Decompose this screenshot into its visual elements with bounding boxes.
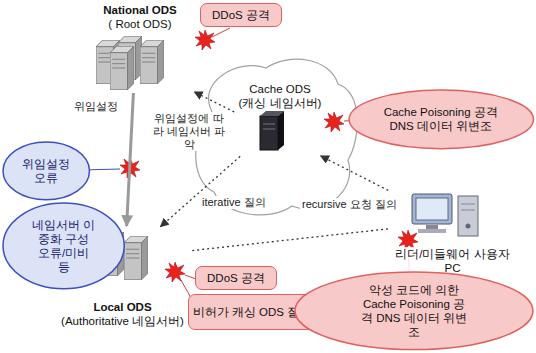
root-server: National ODS( Root ODS) [85,3,195,91]
text-group: DDoS 공격 [212,8,270,22]
node-text: Local ODS [91,300,153,314]
attack-callout: DDoS 공격 [195,266,277,290]
text-group: DDoS 공격 [207,271,265,285]
cache-server: Cache ODS(캐싱 네임서버) [236,82,324,155]
query-line [192,229,388,251]
edge-label: iterative 질의 [200,196,268,209]
attack-callout: DDoS 공격 [200,3,282,27]
query-line [194,92,234,112]
node-text: DDoS 공격 [207,271,265,285]
node-text: 위임설정 오류 [17,157,75,185]
text-group: National ODS( Root ODS) [101,3,178,31]
delegation-arrow [127,93,134,226]
cache-server [260,111,284,150]
text-group: 비허가 캐싱 ODS 질의 [193,305,312,319]
text-group: Cache ODS(캐싱 네임서버) [237,82,324,110]
edge-label: 위임설정 [72,100,120,113]
attack-ellipse: 악성 코드에 의한 Cache Poisoning 공격 DNS 데이터 위변조 [294,271,534,351]
ellipse-outline [3,142,89,200]
ellipse-outline [349,90,533,149]
error-ellipse: 네임서버 이중화 구성 오류/미비 등 [2,202,125,290]
ellipse-shape [348,89,534,150]
root-servers [96,36,164,90]
node-text: Cache Poisoning 공격 DNS 데이터 위변조 [376,105,506,133]
node-text: 비허가 캐싱 ODS 질의 [193,305,312,319]
attack-marks [120,30,418,282]
node-text: (Authoritative 네임서버) [59,314,186,328]
note-label: 위임설정에 따라 네임서버 파악 [150,112,228,151]
local-server: Local ODS(Authoritative 네임서버) [55,228,190,328]
text-group: Cache Poisoning 공격 DNS 데이터 위변조 [376,105,506,133]
node-text: ( Root ODS) [106,17,173,31]
query-line [321,156,389,191]
node-text: (캐싱 네임서버) [237,96,324,110]
text-group: Local ODS(Authoritative 네임서버) [59,300,186,328]
text-group: 악성 코드에 의한 Cache Poisoning 공격 DNS 데이터 위변조 [358,283,470,339]
text-group: 네임서버 이중화 구성 오류/미비 등 [31,218,97,274]
error-ellipse: 위임설정 오류 [2,141,90,201]
attack-ellipse: Cache Poisoning 공격 DNS 데이터 위변조 [348,89,534,150]
node-text: 리더/미들웨어 사용자 PC [390,247,515,275]
leader-lines [181,28,410,307]
ellipse-shape [2,202,125,290]
ellipse-shape [294,271,534,351]
text-group: 리더/미들웨어 사용자 PC [390,247,515,275]
text-group: 위임설정 오류 [17,157,75,185]
node-text: DDoS 공격 [212,8,270,22]
node-text: Cache ODS [247,82,312,96]
edge-label: recursive 요청 질의 [300,198,399,211]
query-line [160,156,240,226]
ellipse-outline [295,272,533,350]
node-text: 악성 코드에 의한 Cache Poisoning 공격 DNS 데이터 위변조 [358,283,470,339]
user-pc: 리더/미들웨어 사용자 PC [390,190,515,275]
ellipse-outline [3,203,124,289]
ellipse-shape [2,141,90,201]
node-text: 네임서버 이중화 구성 오류/미비 등 [31,218,97,274]
node-text: National ODS [101,3,178,17]
user-pc [412,194,478,236]
